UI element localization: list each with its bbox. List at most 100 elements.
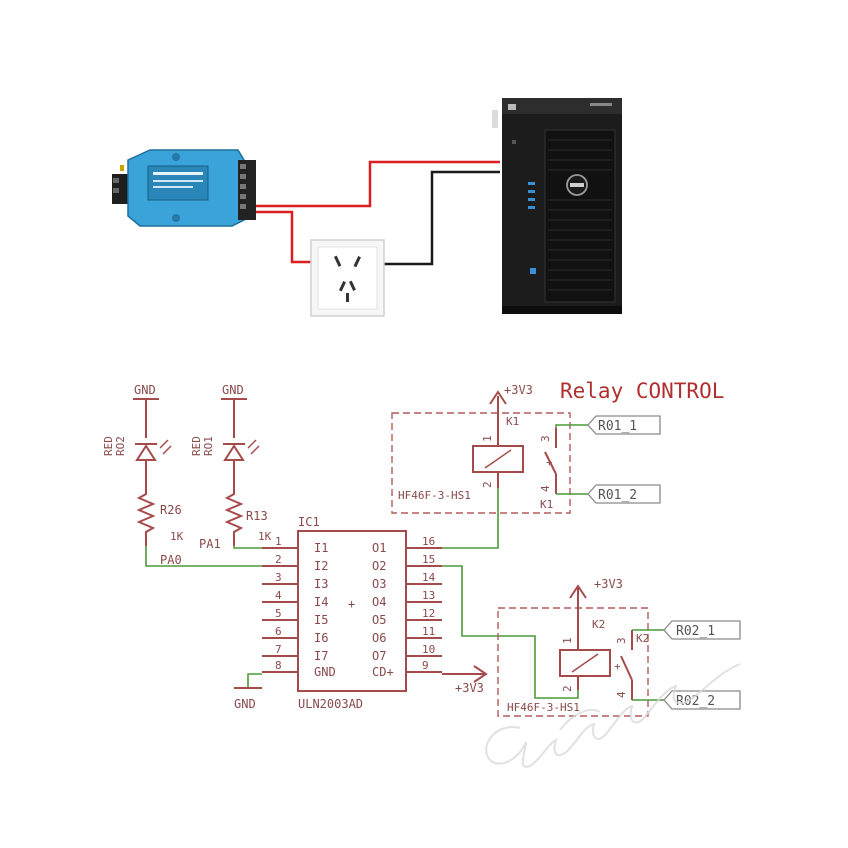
r26-value: 1K bbox=[170, 530, 184, 543]
ic-pin-name: O7 bbox=[372, 649, 386, 663]
ic-pin-number: 16 bbox=[422, 535, 435, 548]
ic-pin-number: 6 bbox=[275, 625, 282, 638]
port-r01-1-label: R01_1 bbox=[598, 419, 637, 434]
ic-pin-name: I4 bbox=[314, 595, 328, 609]
port-r02-2 bbox=[663, 690, 741, 710]
r26-ref: R26 bbox=[160, 503, 182, 517]
led-ro2: RED RO2 bbox=[102, 436, 172, 488]
relay-module-icon bbox=[112, 149, 256, 227]
led-ro1: RED RO1 bbox=[190, 436, 260, 488]
ic-pin-name: I2 bbox=[314, 559, 328, 573]
ic-pin-name: O5 bbox=[372, 613, 386, 627]
ic-pin-name: I5 bbox=[314, 613, 328, 627]
ic-pin-number: 9 bbox=[422, 659, 429, 672]
gnd-label-led1: GND bbox=[134, 383, 156, 397]
ic-pin-number: 3 bbox=[275, 571, 282, 584]
k2-ref-side: K2 bbox=[636, 632, 649, 645]
ic-pin-name: I6 bbox=[314, 631, 328, 645]
k2-pin4: 4 bbox=[615, 691, 628, 698]
diagram-title: Relay CONTROL bbox=[560, 379, 724, 403]
k1-pin3: 3 bbox=[539, 435, 552, 442]
black-cable bbox=[372, 170, 500, 266]
relay-k2-boundary bbox=[497, 607, 649, 717]
k2-switch-mark: + bbox=[614, 660, 621, 673]
ic-ref: IC1 bbox=[298, 515, 320, 529]
k1-switch-mark: + bbox=[546, 456, 553, 469]
ic-pin-number: 5 bbox=[275, 607, 282, 620]
r13-ref: R13 bbox=[246, 509, 268, 523]
ic-left-pins: 1 I1 2 I2 3 I3 4 I4 5 I5 6 I6 7 I7 8 GND bbox=[262, 535, 336, 679]
ic-pin-number: 1 bbox=[275, 535, 282, 548]
port-r01-2-label: R01_2 bbox=[598, 488, 637, 503]
led-ro2-color: RED bbox=[102, 436, 115, 456]
net-pa1-wire bbox=[233, 546, 262, 549]
ic-pin-name: O2 bbox=[372, 559, 386, 573]
k2-pin2: 2 bbox=[561, 685, 574, 692]
ic-pin-name: CD+ bbox=[372, 665, 394, 679]
ic-pin-number: 4 bbox=[275, 589, 282, 602]
k2-coil bbox=[559, 649, 611, 677]
relay-k1-boundary bbox=[391, 412, 571, 514]
ic-pin-number: 14 bbox=[422, 571, 436, 584]
k1-ref-bottom: K1 bbox=[540, 498, 553, 511]
pin9-vcc-label: +3V3 bbox=[455, 681, 484, 695]
k2-part: HF46F-3-HS1 bbox=[507, 701, 580, 714]
ic-center-mark: + bbox=[348, 597, 355, 611]
server-tower-icon bbox=[492, 98, 622, 314]
ic-pin-number: 2 bbox=[275, 553, 282, 566]
ic-part: ULN2003AD bbox=[298, 697, 363, 711]
ic-pin-number: 15 bbox=[422, 553, 435, 566]
net-pa1-label: PA1 bbox=[199, 537, 221, 551]
led-ro1-color: RED bbox=[190, 436, 203, 456]
net-pa0-label: PA0 bbox=[160, 553, 182, 567]
k1-pin2: 2 bbox=[481, 481, 494, 488]
ic-pin-number: 11 bbox=[422, 625, 435, 638]
k1-ref-top: K1 bbox=[506, 415, 519, 428]
led-ro1-ref: RO1 bbox=[202, 436, 215, 456]
k2-pin1: 1 bbox=[561, 637, 574, 644]
pin9-arrow bbox=[473, 665, 488, 683]
relay-k2: +3V3 K2 1 2 3 4 + K2 HF46F-3-HS1 R02_1 R… bbox=[497, 577, 741, 717]
r13-value: 1K bbox=[258, 530, 272, 543]
ic-pin-number: 7 bbox=[275, 643, 282, 656]
k2-vcc-label: +3V3 bbox=[594, 577, 623, 591]
ic-pin-number: 8 bbox=[275, 659, 282, 672]
ic-pin-name: GND bbox=[314, 665, 336, 679]
resistor-r13: R13 1K bbox=[224, 488, 272, 546]
ic-pin-name: I1 bbox=[314, 541, 328, 555]
relay-k1: +3V3 K1 1 2 3 4 + HF46F-3-HS1 K1 R01_1 R… bbox=[391, 383, 661, 514]
k1-vcc-label: +3V3 bbox=[504, 383, 533, 397]
o1-to-k1-wire bbox=[442, 488, 499, 549]
ic-uln2003ad: IC1 ULN2003AD + 1 I1 2 I2 3 I3 4 I4 5 I5 6 I6 7 I7 8 GN… bbox=[262, 515, 442, 711]
ic-pin-name: O4 bbox=[372, 595, 386, 609]
ic-pin-number: 13 bbox=[422, 589, 435, 602]
k1-pin1: 1 bbox=[481, 435, 494, 442]
ic-gnd-wire bbox=[247, 673, 262, 688]
gnd-symbol-led1: GND bbox=[133, 383, 159, 438]
k2-ref-top: K2 bbox=[592, 618, 605, 631]
ic-pin-number: 10 bbox=[422, 643, 435, 656]
gnd-symbol-led2: GND bbox=[221, 383, 247, 438]
k2-pin3: 3 bbox=[615, 637, 628, 644]
gnd-label-led2: GND bbox=[222, 383, 244, 397]
ic-pin-name: O6 bbox=[372, 631, 386, 645]
ic-pin-name: I7 bbox=[314, 649, 328, 663]
red-cable-to-server bbox=[253, 160, 500, 208]
port-r01-2 bbox=[587, 484, 661, 504]
port-r02-1-label: R02_1 bbox=[676, 624, 715, 639]
ic-gnd-label: GND bbox=[234, 697, 256, 711]
ic-pin-name: I3 bbox=[314, 577, 328, 591]
port-r02-1 bbox=[663, 620, 741, 640]
ic-pin-name: O1 bbox=[372, 541, 386, 555]
ic-pin-name: O3 bbox=[372, 577, 386, 591]
ic-right-pins: 16 O1 15 O2 14 O3 13 O4 12 O5 11 O6 10 O7 9 CD+ bbox=[372, 535, 442, 679]
k1-pin4: 4 bbox=[539, 485, 552, 492]
signature-watermark bbox=[485, 663, 741, 768]
ic-pin-number: 12 bbox=[422, 607, 435, 620]
port-r01-1 bbox=[587, 415, 661, 435]
net-pa0-wire bbox=[145, 546, 262, 567]
led-ro2-ref: RO2 bbox=[114, 436, 127, 456]
port-r02-2-label: R02_2 bbox=[676, 694, 715, 709]
wall-socket-icon bbox=[310, 239, 385, 317]
resistor-r26: R26 1K bbox=[136, 488, 184, 546]
